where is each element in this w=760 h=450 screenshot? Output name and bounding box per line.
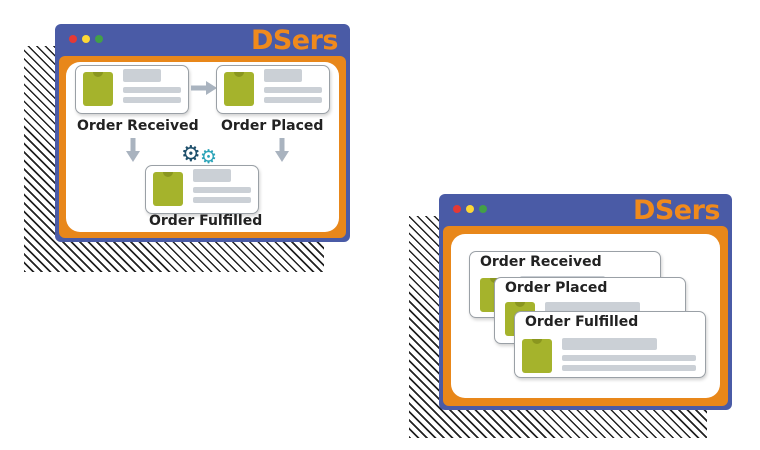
text-placeholder <box>193 187 251 193</box>
text-placeholder <box>264 87 322 93</box>
window-content: Order Received Order Placed ⚙ ⚙ <box>66 62 339 232</box>
gear-icon: ⚙ <box>181 142 201 167</box>
minimize-dot[interactable] <box>466 205 474 213</box>
orders-window: DSers Order Received Order Placed Order … <box>439 194 732 410</box>
text-placeholder <box>562 338 657 350</box>
order-received-label: Order Received <box>77 118 199 134</box>
window-frame: Order Received Order Placed Order Fulfil… <box>443 226 728 406</box>
arrow-right-icon <box>191 81 217 95</box>
text-placeholder <box>193 169 231 182</box>
order-fulfilled-label: Order Fulfilled <box>525 314 639 330</box>
text-placeholder <box>264 69 302 82</box>
close-dot[interactable] <box>69 35 77 43</box>
text-placeholder <box>123 87 181 93</box>
order-placed-label: Order Placed <box>505 280 608 296</box>
window-frame: Order Received Order Placed ⚙ ⚙ <box>59 56 346 238</box>
text-placeholder <box>562 355 696 361</box>
window-controls <box>453 205 487 213</box>
product-thumbnail <box>153 172 183 206</box>
workflow-window: DSers Order Received Order Placed <box>55 24 350 242</box>
window-controls <box>69 35 103 43</box>
product-thumbnail <box>83 72 113 106</box>
order-received-label: Order Received <box>480 254 602 270</box>
window-content: Order Received Order Placed Order Fulfil… <box>451 234 720 398</box>
maximize-dot[interactable] <box>95 35 103 43</box>
order-fulfilled-label: Order Fulfilled <box>149 213 263 229</box>
product-thumbnail <box>224 72 254 106</box>
order-card-fulfilled: Order Fulfilled <box>514 311 706 378</box>
minimize-dot[interactable] <box>82 35 90 43</box>
text-placeholder <box>193 197 251 203</box>
gear-icon: ⚙ <box>200 146 218 168</box>
text-placeholder <box>123 97 181 103</box>
arrow-down-icon <box>126 138 140 162</box>
text-placeholder <box>562 365 696 371</box>
close-dot[interactable] <box>453 205 461 213</box>
arrow-down-icon <box>275 138 289 162</box>
order-card-placed <box>216 65 330 114</box>
dsers-logo: DSers <box>250 25 339 56</box>
order-card-fulfilled <box>145 165 259 214</box>
order-card-received <box>75 65 189 114</box>
order-placed-label: Order Placed <box>221 118 324 134</box>
text-placeholder <box>123 69 161 82</box>
text-placeholder <box>264 97 322 103</box>
product-thumbnail <box>522 339 552 373</box>
dsers-logo: DSers <box>632 195 721 226</box>
maximize-dot[interactable] <box>479 205 487 213</box>
